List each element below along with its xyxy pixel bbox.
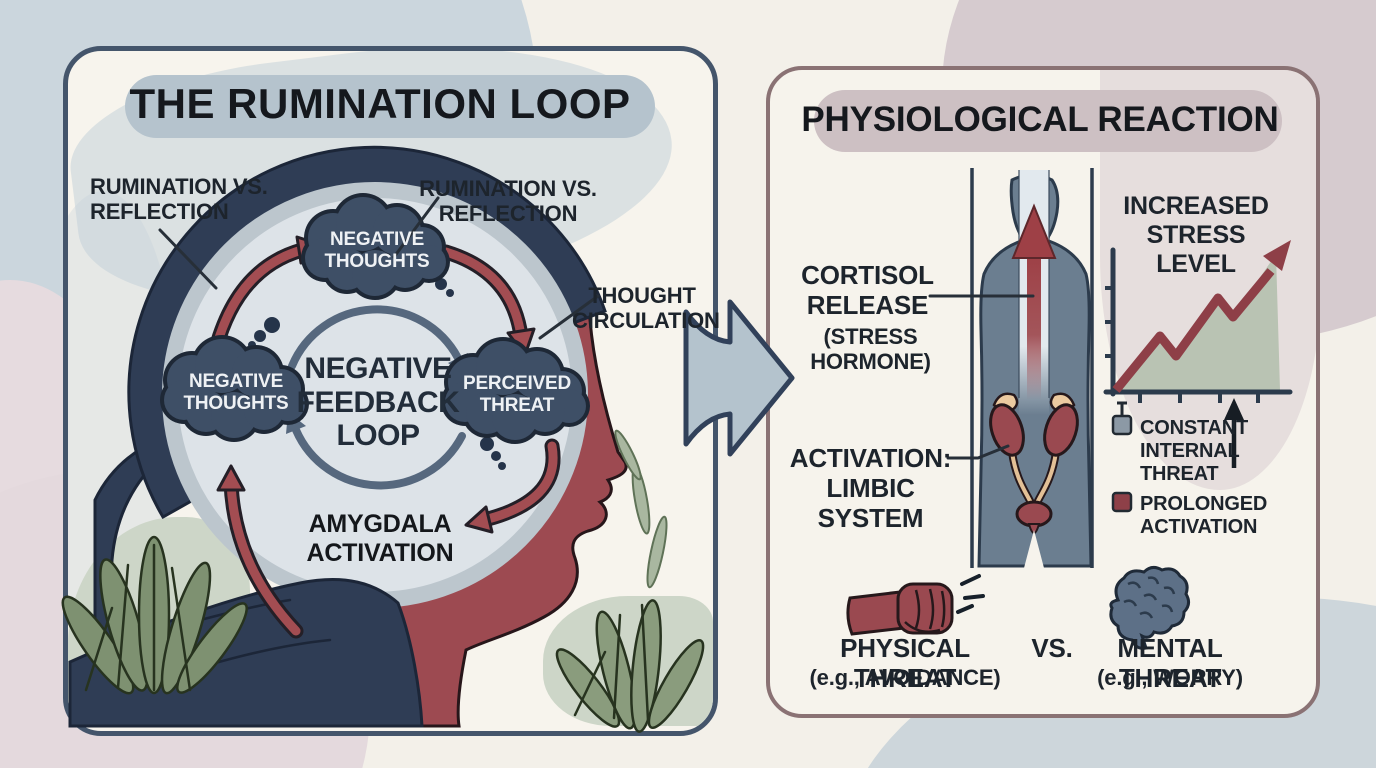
label-physical-threat-sub: (e.g., AVOIDANCE) — [809, 665, 1001, 690]
right-title-banner — [814, 90, 1282, 152]
label-thought-circulation: THOUGHT CIRCULATION — [572, 283, 720, 334]
legend-label-prolonged-activation: PROLONGED ACTIVATION — [1140, 493, 1268, 538]
label-physical-threat: PHYSICAL THREAT — [840, 633, 970, 693]
legend-label-constant-internal-threat: CONSTANT INTERNAL THREAT — [1140, 417, 1249, 485]
sage-patch-bottom-right — [543, 596, 713, 726]
left-title-banner — [125, 75, 655, 138]
cloud-left-label: NEGATIVE THOUGHTS — [183, 371, 289, 414]
label-mental-threat: MENTAL THREAT — [1117, 633, 1223, 693]
negative-feedback-loop-label: NEGATIVE FEEDBACK LOOP — [296, 352, 460, 453]
left-panel-title: THE RUMINATION LOOP — [129, 80, 631, 127]
label-mental-threat-sub: (e.g., WORRY) — [1097, 665, 1243, 690]
label-rumination-vs-reflection-left: RUMINATION VS. REFLECTION — [90, 174, 268, 225]
chart-title: INCREASED STRESS LEVEL — [1123, 192, 1269, 278]
label-vs: VS. — [1031, 633, 1073, 663]
label-rumination-vs-reflection-right: RUMINATION VS. REFLECTION — [419, 176, 597, 227]
right-panel-title: PHYSIOLOGICAL REACTION — [801, 100, 1279, 139]
cloud-right-label: PERCEIVED THREAT — [462, 373, 571, 416]
label-stress-hormone: (STRESS HORMONE) — [810, 324, 931, 375]
label-activation-limbic: ACTIVATION: LIMBIC SYSTEM — [789, 443, 952, 533]
label-cortisol-release: CORTISOL RELEASE — [801, 260, 934, 320]
label-amygdala-activation: AMYGDALA ACTIVATION — [306, 510, 454, 567]
cloud-top-label: NEGATIVE THOUGHTS — [324, 229, 430, 272]
physiological-reaction-panel — [766, 66, 1320, 718]
